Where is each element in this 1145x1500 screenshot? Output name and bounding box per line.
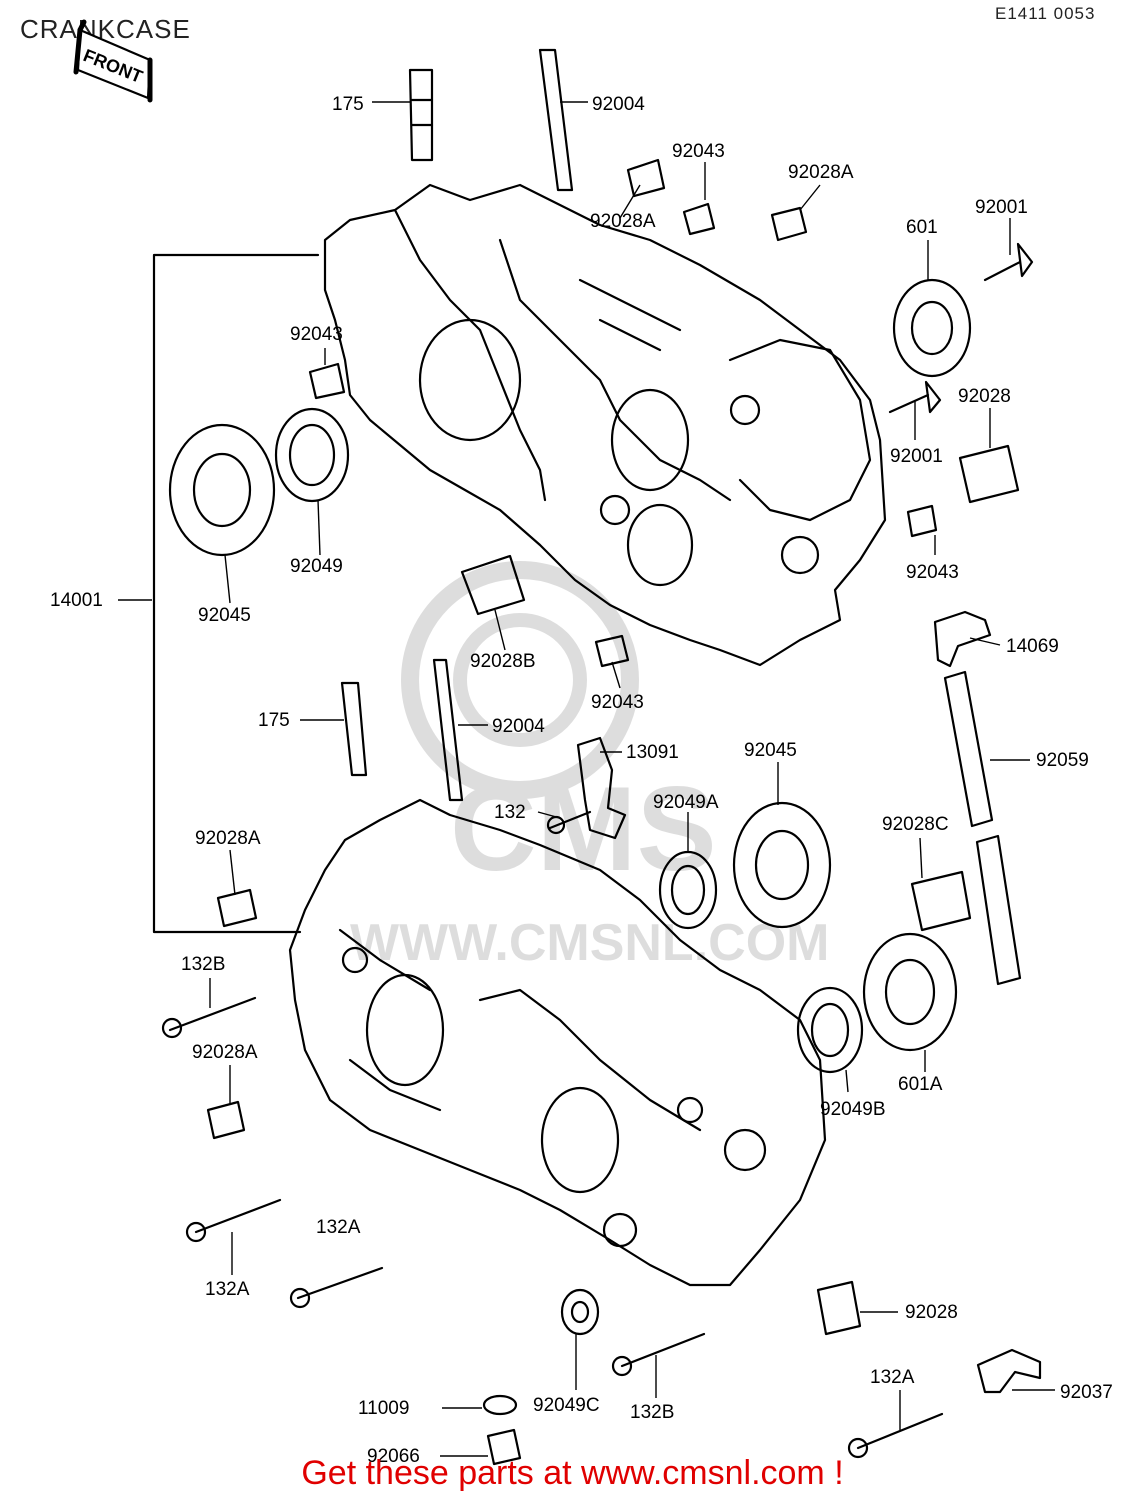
front-arrow-icon bbox=[73, 19, 153, 103]
bolt-132A-b bbox=[296, 1266, 384, 1300]
callout-label-601: 601 bbox=[906, 217, 938, 238]
footer-link[interactable]: Get these parts at www.cmsnl.com ! bbox=[301, 1454, 844, 1492]
bearing-601 bbox=[892, 278, 972, 378]
callout-label-132a: 132A bbox=[316, 1217, 361, 1238]
bush-92043-right bbox=[906, 504, 938, 538]
callout-label-92045: 92045 bbox=[198, 605, 251, 626]
callout-label-92066: 92066 bbox=[367, 1446, 420, 1467]
callout-label-92001: 92001 bbox=[890, 446, 943, 467]
callout-label-92028: 92028 bbox=[905, 1302, 958, 1323]
callout-label-92043: 92043 bbox=[672, 141, 725, 162]
dowel-92028A-lower2 bbox=[206, 1100, 246, 1140]
bolt-92001-b bbox=[888, 380, 942, 414]
seal-92049 bbox=[274, 407, 350, 503]
dowel-92028A-upper bbox=[626, 158, 666, 198]
callout-label-92049b: 92049B bbox=[820, 1099, 886, 1120]
watermark-text: WWW.CMSNL.COM bbox=[350, 914, 829, 972]
callout-label-92028a: 92028A bbox=[788, 162, 854, 183]
callout-label-11009: 11009 bbox=[358, 1398, 409, 1419]
washer-11009 bbox=[482, 1394, 518, 1416]
callout-label-92028c: 92028C bbox=[882, 814, 949, 835]
callout-label-175: 175 bbox=[258, 710, 290, 731]
bolt-132A-a bbox=[194, 1198, 282, 1234]
callout-label-601a: 601A bbox=[898, 1074, 943, 1095]
tube-92059-lower bbox=[975, 834, 1022, 986]
clamp-13091 bbox=[576, 736, 627, 840]
dowel-92028-upper-r bbox=[958, 444, 1020, 504]
callout-label-92037: 92037 bbox=[1060, 1382, 1113, 1403]
callout-label-14001: 14001 bbox=[50, 590, 103, 611]
bracket-92037 bbox=[976, 1348, 1042, 1394]
callout-label-132b: 132B bbox=[630, 1402, 674, 1423]
callout-label-132a: 132A bbox=[870, 1367, 915, 1388]
stud-92004-lower bbox=[432, 658, 464, 802]
callout-label-92028b: 92028B bbox=[470, 651, 536, 672]
lower-crankcase bbox=[288, 798, 827, 1287]
leader-line bbox=[969, 637, 1001, 646]
bearing-92045-upper bbox=[168, 423, 276, 557]
stud-175-lower bbox=[340, 681, 368, 777]
bolt-92001-a bbox=[983, 242, 1034, 282]
elbow-14069 bbox=[933, 610, 992, 668]
bearing-601A bbox=[862, 932, 958, 1052]
bracket-14001 bbox=[152, 253, 320, 934]
callout-label-175: 175 bbox=[332, 94, 364, 115]
leader-line bbox=[229, 849, 236, 896]
dowel-92028A-right bbox=[770, 206, 808, 242]
bearing-92045-lower bbox=[732, 801, 832, 929]
seal-92049A bbox=[658, 850, 718, 930]
bush-92043-mid bbox=[594, 634, 630, 668]
stud-175-upper bbox=[408, 68, 434, 162]
callout-label-132b: 132B bbox=[181, 954, 225, 975]
dowel-92028C bbox=[910, 870, 972, 932]
bush-92043-left bbox=[308, 362, 346, 400]
bolt-132 bbox=[548, 810, 592, 830]
leader-line bbox=[224, 554, 231, 604]
leader-line bbox=[317, 499, 321, 556]
callout-label-92059: 92059 bbox=[1036, 750, 1089, 771]
seal-92049B bbox=[796, 986, 864, 1074]
callout-label-92001: 92001 bbox=[975, 197, 1028, 218]
diagram-title: CRANKCASE bbox=[20, 14, 191, 44]
dowel-92028-lower bbox=[816, 1280, 862, 1336]
callout-label-132: 132 bbox=[494, 802, 526, 823]
callout-label-13091: 13091 bbox=[626, 742, 679, 763]
dowel-92028B bbox=[460, 554, 526, 616]
callout-label-92049c: 92049C bbox=[533, 1395, 600, 1416]
callout-label-92004: 92004 bbox=[592, 94, 645, 115]
callout-label-92028a: 92028A bbox=[590, 211, 656, 232]
leader-line bbox=[611, 661, 621, 689]
leader-line bbox=[537, 811, 561, 819]
upper-crankcase bbox=[323, 183, 887, 667]
callout-label-92045: 92045 bbox=[744, 740, 797, 761]
bolt-132A-c bbox=[856, 1412, 944, 1450]
leader-line bbox=[799, 184, 821, 211]
tube-92059-upper bbox=[943, 670, 994, 828]
callout-label-92004: 92004 bbox=[492, 716, 545, 737]
stud-92004-upper bbox=[538, 48, 574, 192]
leader-line bbox=[494, 609, 506, 651]
leader-line bbox=[845, 1069, 849, 1093]
leader-line bbox=[919, 837, 923, 879]
callout-label-92049: 92049 bbox=[290, 556, 343, 577]
callout-label-14069: 14069 bbox=[1006, 636, 1059, 657]
bolt-132B-upper bbox=[168, 996, 257, 1032]
bush-92043-upper bbox=[682, 202, 716, 236]
callout-label-92028: 92028 bbox=[958, 386, 1011, 407]
seal-92049C bbox=[560, 1288, 600, 1336]
callout-label-92043: 92043 bbox=[906, 562, 959, 583]
figure-code: E1411 0053 bbox=[995, 4, 1096, 23]
callout-label-92043: 92043 bbox=[591, 692, 644, 713]
callout-label-92043: 92043 bbox=[290, 324, 343, 345]
callout-label-92028a: 92028A bbox=[192, 1042, 258, 1063]
dowel-92028A-lower1 bbox=[216, 888, 258, 928]
bolt-132B-lower bbox=[620, 1332, 706, 1368]
callout-label-92049a: 92049A bbox=[653, 792, 719, 813]
callout-label-92028a: 92028A bbox=[195, 828, 261, 849]
callout-label-132a: 132A bbox=[205, 1279, 250, 1300]
leader-line bbox=[619, 184, 641, 219]
plug-92066 bbox=[486, 1428, 522, 1466]
